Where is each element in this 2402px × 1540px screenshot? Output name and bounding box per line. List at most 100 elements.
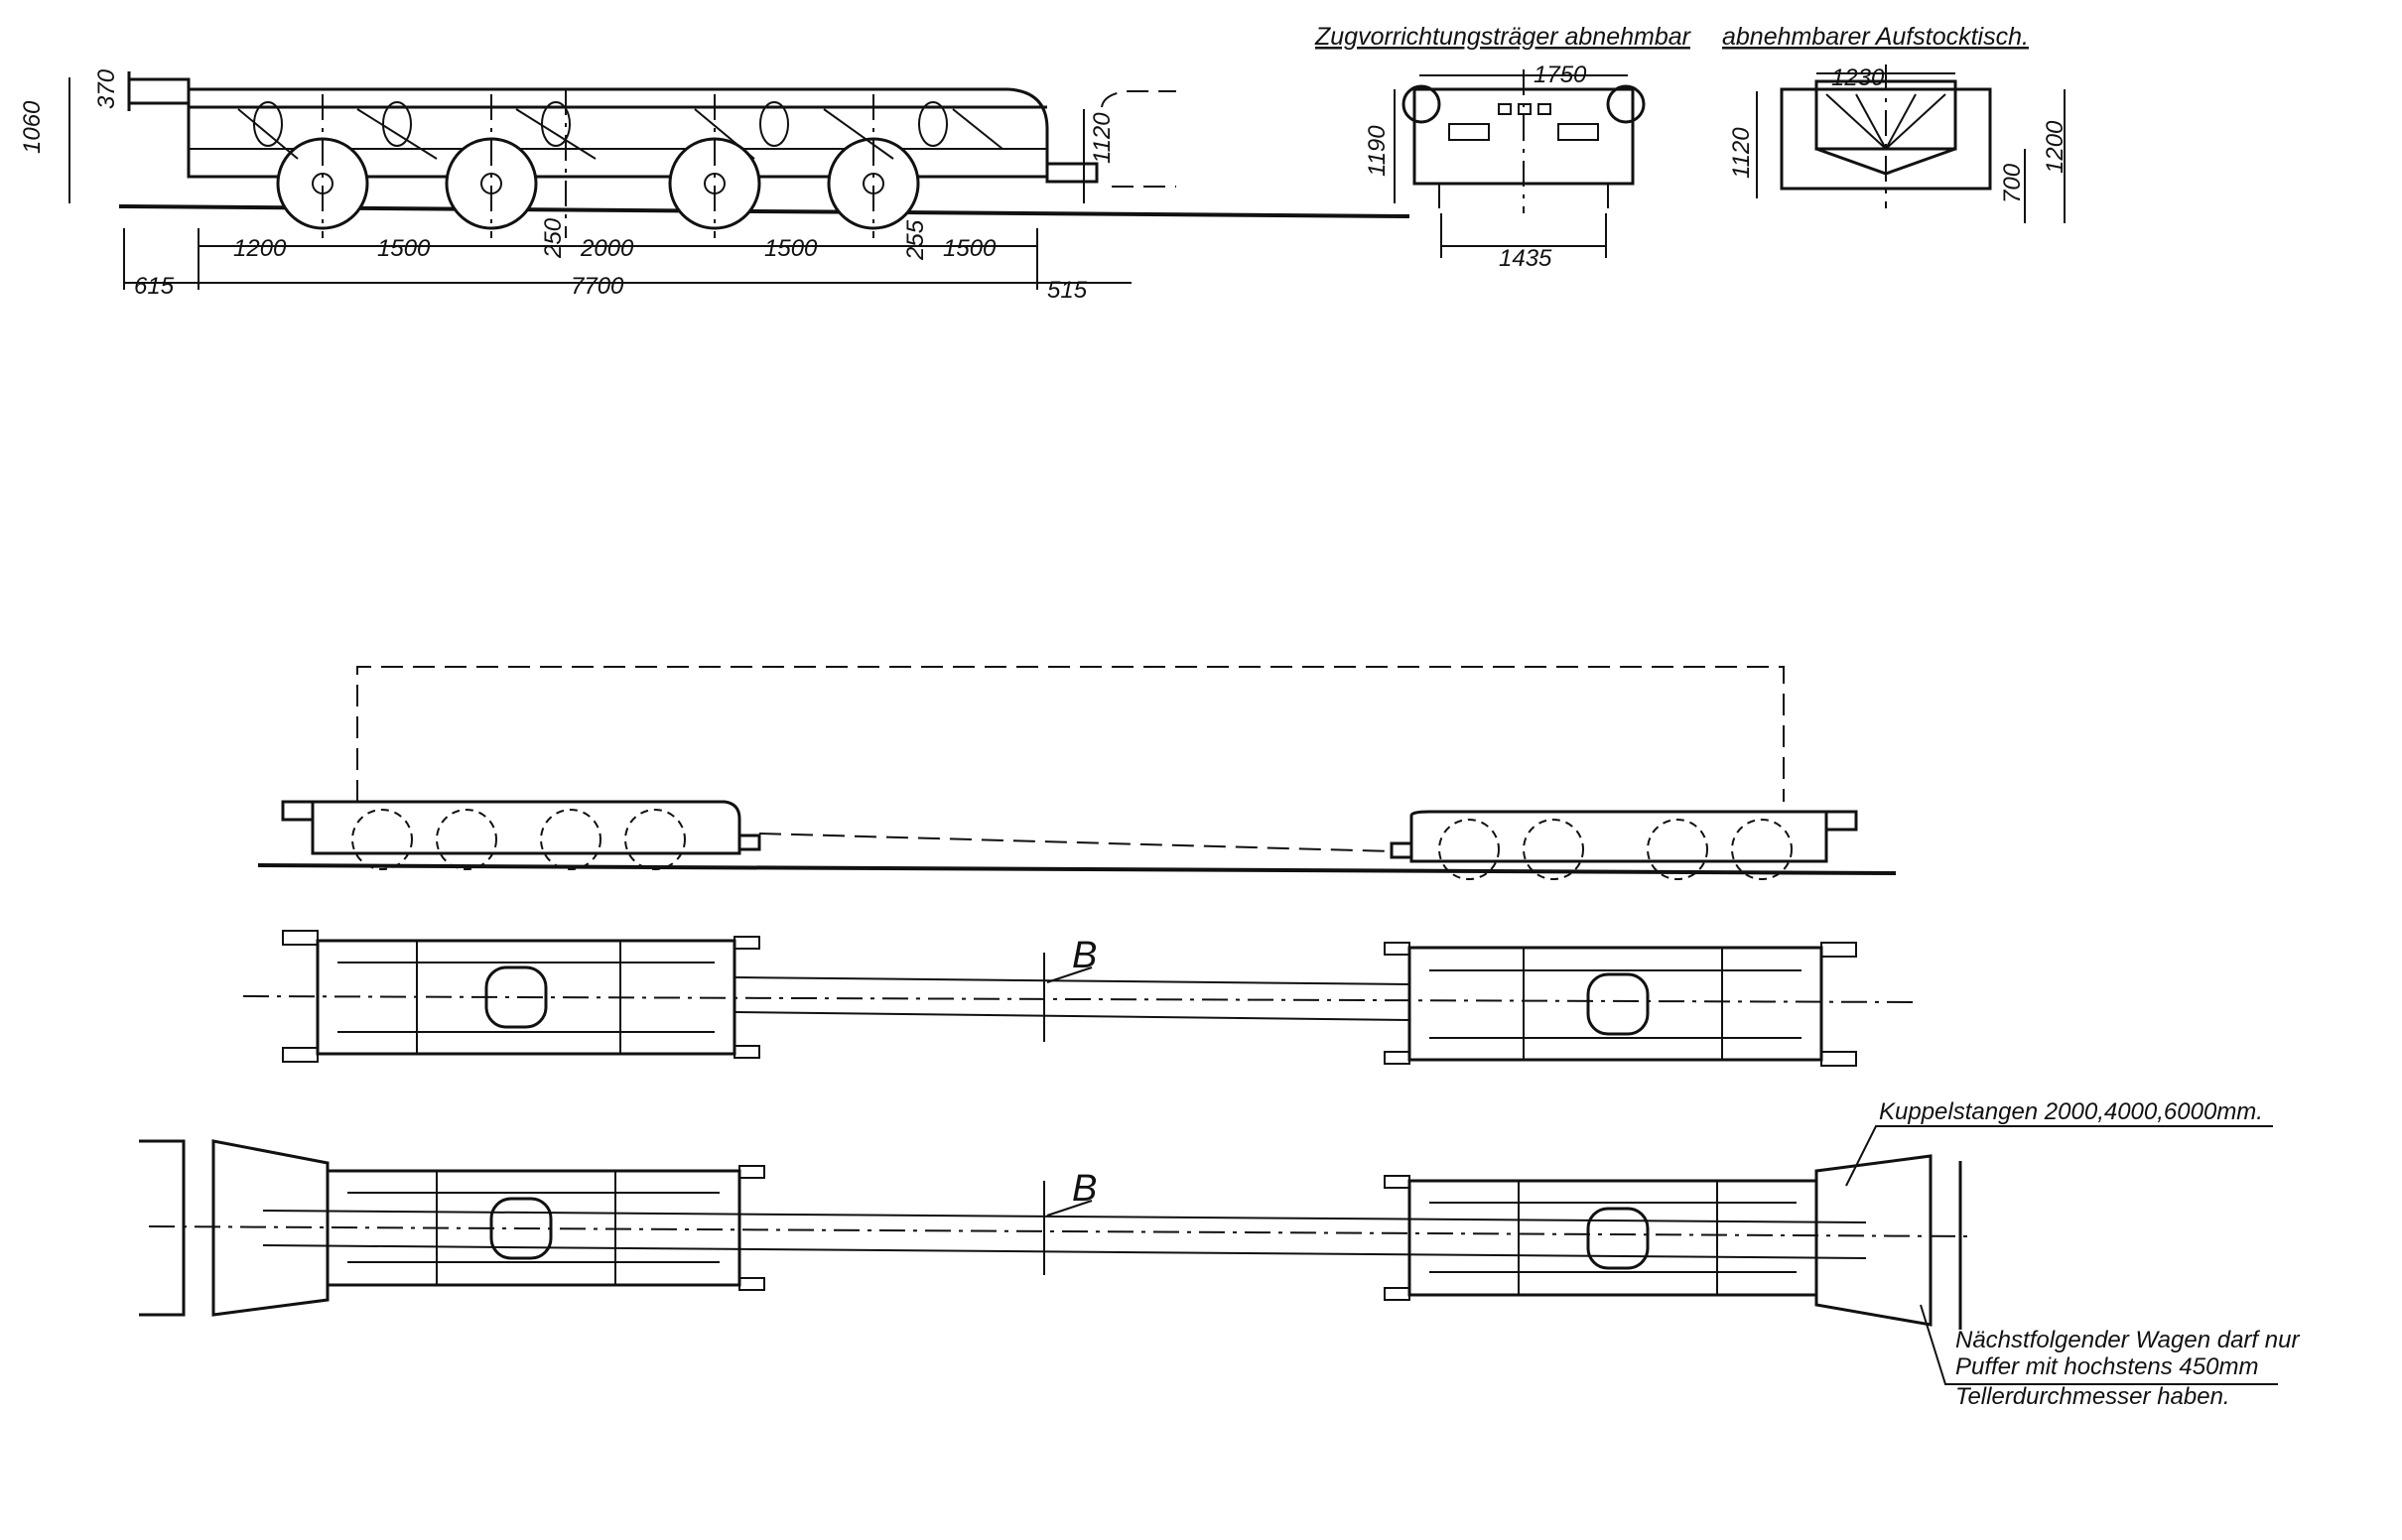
plan2-left-rails bbox=[347, 1192, 720, 1263]
plan1-right-rails bbox=[1429, 969, 1802, 1039]
coupling-rod-leader bbox=[1845, 1125, 2273, 1187]
spring-3 bbox=[541, 101, 571, 147]
plan2-right-rails bbox=[1429, 1202, 1797, 1273]
combined-side-view bbox=[257, 666, 1897, 880]
dim-1120-side: 1120 bbox=[1089, 112, 1116, 164]
dim-1435: 1435 bbox=[1499, 245, 1552, 272]
carrier-slot-left bbox=[1448, 123, 1490, 141]
dim-1750: 1750 bbox=[1534, 62, 1587, 88]
load-outline bbox=[356, 666, 1785, 802]
dim-1230: 1230 bbox=[1831, 64, 1885, 91]
plan1-centerline bbox=[242, 995, 1922, 1003]
plan2-left-coupler-carrier bbox=[211, 1139, 330, 1317]
left-wheel-2 bbox=[436, 809, 497, 870]
left-wagon-inner-buffer bbox=[737, 834, 761, 851]
frame-outline bbox=[187, 87, 1049, 179]
spring-1 bbox=[253, 101, 283, 147]
dim-1060: 1060 bbox=[19, 100, 46, 154]
plan2-right-crossbeams bbox=[1518, 1181, 1718, 1295]
plan1-right-frame bbox=[1407, 946, 1823, 1062]
plan1-left-inner-buffer-top bbox=[734, 936, 760, 950]
right-wheel-2 bbox=[1523, 819, 1584, 880]
plan1-section-label: B bbox=[1072, 935, 1097, 976]
plan-view-2: B Kuppelstangen 2000,4000,6000mm. Nächst… bbox=[139, 1098, 2300, 1410]
plan2-left-crossbeams bbox=[436, 1171, 616, 1285]
plan2-left-neighbour bbox=[139, 1139, 186, 1317]
add-on-table-end-view: abnehmbarer Aufstocktisch. 1230 1120 120… bbox=[1722, 23, 2068, 223]
left-wheel-4 bbox=[624, 809, 686, 870]
spring-2 bbox=[382, 101, 412, 147]
carrier-slot-right bbox=[1557, 123, 1599, 141]
left-wheel-3 bbox=[540, 809, 601, 870]
plan1-left-buffer-top bbox=[282, 930, 319, 946]
plan2-right-inner-buffer-top bbox=[1384, 1175, 1410, 1189]
right-wheel-1 bbox=[1438, 819, 1500, 880]
plan2-centerline bbox=[148, 1225, 1971, 1237]
dim-7700: 7700 bbox=[571, 273, 624, 300]
spring-5 bbox=[918, 101, 948, 147]
dim-700-table: 700 bbox=[1999, 163, 2026, 203]
next-wagon-outline bbox=[1101, 90, 1176, 188]
equalizer-beams bbox=[237, 108, 1003, 160]
plan2-section-leader bbox=[1046, 1200, 1093, 1217]
plan2-right-pivot bbox=[1586, 1207, 1650, 1270]
plan2-section-label: B bbox=[1072, 1168, 1097, 1210]
combined-ground-line bbox=[257, 863, 1897, 875]
dim-1500-b: 1500 bbox=[764, 235, 818, 262]
wheel-2 bbox=[445, 137, 538, 230]
coupling-rod-note: Kuppelstangen 2000,4000,6000mm. bbox=[1879, 1098, 2263, 1125]
buffer-note-line3: Tellerdurchmesser haben. bbox=[1955, 1383, 2230, 1410]
wheel-1 bbox=[276, 137, 369, 230]
gauge-extension-lines bbox=[1440, 213, 1607, 258]
right-buffer bbox=[1045, 162, 1099, 184]
plan1-left-buffer-bottom bbox=[282, 1047, 319, 1063]
plan1-right-buffer-bottom bbox=[1820, 1051, 1857, 1067]
dim-1200-table: 1200 bbox=[2042, 120, 2068, 174]
plan1-right-inner-buffer-bottom bbox=[1384, 1051, 1410, 1065]
dim-515: 515 bbox=[1047, 277, 1088, 304]
plan1-right-buffer-top bbox=[1820, 942, 1857, 958]
right-wheel-4 bbox=[1731, 819, 1793, 880]
plan1-left-rails bbox=[337, 962, 715, 1033]
dim-1200: 1200 bbox=[233, 235, 287, 262]
dim-1500-a: 1500 bbox=[377, 235, 431, 262]
plan1-right-pivot bbox=[1586, 972, 1650, 1036]
buffer-note-line1: Nächstfolgender Wagen darf nur bbox=[1955, 1327, 2300, 1353]
left-wagon-body bbox=[311, 800, 741, 855]
carrier-hole-1 bbox=[1498, 103, 1512, 115]
axle-centerlines bbox=[322, 89, 874, 238]
dim-370: 370 bbox=[93, 68, 120, 109]
buffer-note-leader bbox=[1920, 1304, 2278, 1385]
buffer-note-line2: Puffer mit hochstens 450mm bbox=[1955, 1353, 2258, 1380]
plan1-left-inner-buffer-bottom bbox=[734, 1045, 760, 1059]
dim-615: 615 bbox=[134, 273, 175, 300]
carrier-hole-3 bbox=[1537, 103, 1551, 115]
right-wheel-3 bbox=[1647, 819, 1708, 880]
plan1-left-pivot bbox=[484, 965, 548, 1029]
dim-255: 255 bbox=[902, 219, 929, 261]
right-wagon-buffer bbox=[1824, 810, 1858, 832]
right-wagon-body bbox=[1409, 810, 1828, 863]
table-bracing bbox=[1825, 93, 1946, 150]
plan1-left-crossbeams bbox=[416, 941, 621, 1054]
side-elevation-view: 1060 370 1120 1200 1500 250 2000 1500 25… bbox=[19, 68, 1410, 304]
plan1-right-inner-buffer-top bbox=[1384, 942, 1410, 956]
carrier-right-buffer bbox=[1606, 84, 1646, 124]
extension-lines bbox=[123, 228, 1132, 290]
wheel-3 bbox=[668, 137, 761, 230]
plan2-left-inner-buffer-bottom bbox=[738, 1277, 765, 1291]
spring-4 bbox=[759, 101, 789, 147]
coupler-carrier-end-view: Zugvorrichtungsträger abnehmbar 1750 143… bbox=[1314, 23, 1692, 272]
dim-2000: 2000 bbox=[580, 235, 634, 262]
title-coupler-carrier: Zugvorrichtungsträger abnehmbar bbox=[1314, 23, 1692, 51]
plan1-connecting-bar bbox=[734, 976, 1410, 1021]
dim-250: 250 bbox=[540, 217, 567, 259]
left-wheel-1 bbox=[351, 809, 413, 870]
left-wagon-buffer bbox=[281, 800, 315, 822]
title-add-on-table: abnehmbarer Aufstocktisch. bbox=[1722, 23, 2029, 51]
plan2-right-inner-buffer-bottom bbox=[1384, 1287, 1410, 1301]
dim-1500-c: 1500 bbox=[943, 235, 997, 262]
plan1-right-crossbeams bbox=[1523, 948, 1723, 1060]
plan2-coupling-rod bbox=[262, 1210, 1867, 1259]
